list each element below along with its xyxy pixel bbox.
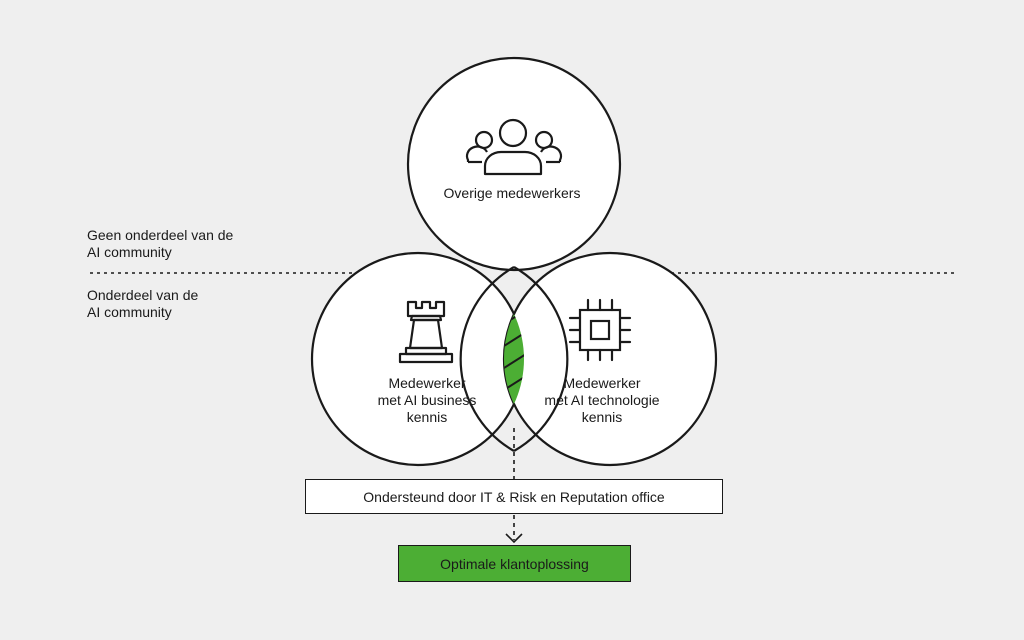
support-box: Ondersteund door IT & Risk en Reputation… [305, 479, 723, 514]
people-group-icon [465, 118, 563, 176]
result-box: Optimale klantoplossing [398, 545, 631, 582]
cpu-chip-icon [568, 298, 632, 362]
inside-community-label: Onderdeel van de AI community [87, 287, 199, 320]
circle-right-label: Medewerker met AI technologie kennis [544, 375, 660, 425]
result-box-label: Optimale klantoplossing [440, 555, 589, 572]
arrow-head-icon [505, 533, 523, 544]
circle-top-label: Overige medewerkers [443, 185, 581, 201]
circle-left-label: Medewerker met AI business kennis [377, 375, 477, 425]
support-box-label: Ondersteund door IT & Risk en Reputation… [363, 488, 665, 505]
chess-rook-icon [398, 300, 454, 364]
outside-community-label: Geen onderdeel van de AI community [87, 227, 234, 260]
